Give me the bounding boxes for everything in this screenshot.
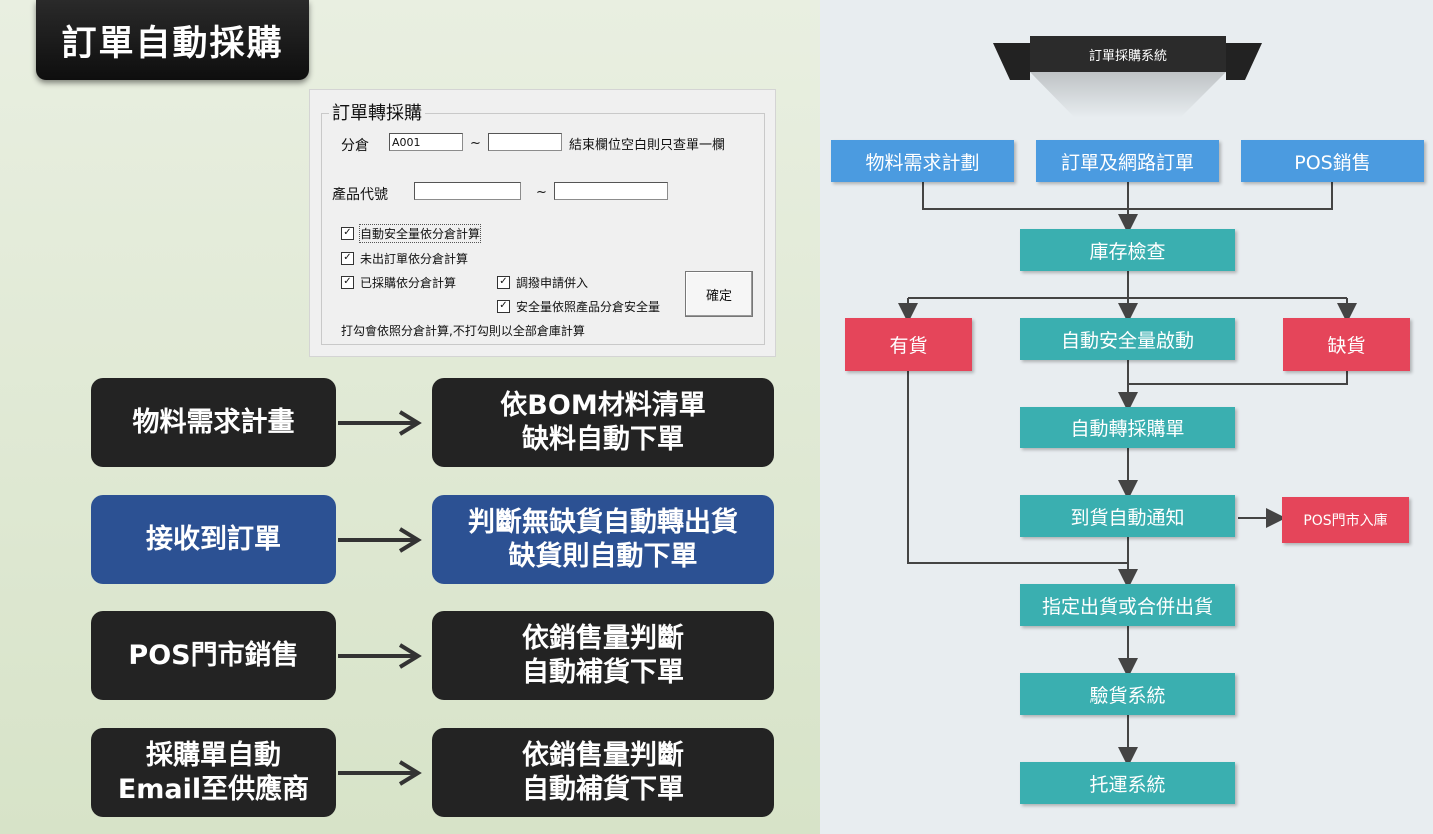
checkbox-label: 已採購依分倉計算 bbox=[360, 276, 457, 290]
node-material-plan: 物料需求計劃 bbox=[831, 140, 1014, 182]
arrow-right-icon bbox=[338, 410, 422, 436]
node-inventory-check: 庫存檢查 bbox=[1020, 229, 1235, 271]
flow-left-label: POS門市銷售 bbox=[128, 639, 299, 671]
checkbox-label: 未出訂單依分倉計算 bbox=[360, 252, 469, 266]
node-in-stock: 有貨 bbox=[845, 318, 972, 371]
flow-right-line2: 自動補貨下單 bbox=[522, 773, 684, 805]
form-footer-note: 打勾會依照分倉計算,不打勾則以全部倉庫計算 bbox=[341, 324, 585, 338]
checkbox-icon: ✓ bbox=[341, 252, 354, 265]
flow-left-pos-sales: POS門市銷售 bbox=[91, 611, 336, 700]
arrow-right-icon bbox=[338, 527, 422, 553]
form-legend: 訂單轉採購 bbox=[329, 99, 425, 125]
flow-left-line2: Email至供應商 bbox=[117, 773, 310, 805]
page-title: 訂單自動採購 bbox=[36, 0, 309, 80]
flow-right-bom-order: 依BOM材料清單 缺料自動下單 bbox=[432, 378, 774, 467]
flow-left-po-email: 採購單自動 Email至供應商 bbox=[91, 728, 336, 817]
flow-right-line1: 依銷售量判斷 bbox=[522, 739, 684, 771]
node-auto-safety: 自動安全量啟動 bbox=[1020, 318, 1235, 360]
checkbox-icon: ✓ bbox=[497, 276, 510, 289]
checkbox-auto-safety[interactable]: ✓ 自動安全量依分倉計算 bbox=[341, 224, 482, 243]
node-logistics: 托運系統 bbox=[1020, 762, 1235, 804]
confirm-button[interactable]: 確定 bbox=[685, 271, 753, 317]
checkbox-purchased[interactable]: ✓ 已採購依分倉計算 bbox=[341, 274, 456, 291]
product-label: 產品代號 bbox=[332, 187, 388, 203]
flow-right-auto-ship: 判斷無缺貨自動轉出貨 缺貨則自動下單 bbox=[432, 495, 774, 584]
node-pos-sales: POS銷售 bbox=[1241, 140, 1424, 182]
checkbox-label: 調撥申請併入 bbox=[516, 276, 589, 290]
node-online-orders: 訂單及網路訂單 bbox=[1036, 140, 1219, 182]
flow-connectors bbox=[898, 36, 1357, 767]
end-field-note: 結束欄位空白則只查單一欄 bbox=[569, 138, 726, 153]
checkbox-icon: ✓ bbox=[341, 276, 354, 289]
flow-right-line2: 自動補貨下單 bbox=[522, 656, 684, 688]
node-out-of-stock: 缺貨 bbox=[1283, 318, 1410, 371]
flow-right-restock: 依銷售量判斷 自動補貨下單 bbox=[432, 611, 774, 700]
warehouse-label: 分倉 bbox=[341, 138, 369, 154]
flow-right-restock-2: 依銷售量判斷 自動補貨下單 bbox=[432, 728, 774, 817]
product-tilde: ~ bbox=[536, 185, 547, 200]
checkbox-label: 自動安全量依分倉計算 bbox=[358, 224, 482, 243]
diagram-banner: 訂單採購系統 bbox=[1088, 48, 1167, 64]
warehouse-from-input[interactable]: A001 bbox=[389, 133, 463, 151]
flow-left-receive-order: 接收到訂單 bbox=[91, 495, 336, 584]
flow-left-label: 物料需求計畫 bbox=[132, 406, 295, 438]
checkbox-unshipped-orders[interactable]: ✓ 未出訂單依分倉計算 bbox=[341, 250, 468, 267]
flow-left-material-plan: 物料需求計畫 bbox=[91, 378, 336, 467]
product-from-input[interactable] bbox=[414, 182, 521, 200]
warehouse-tilde: ~ bbox=[470, 136, 481, 151]
flow-left-line1: 採購單自動 bbox=[146, 739, 281, 771]
flow-right-line2: 缺料自動下單 bbox=[522, 423, 684, 455]
flow-right-line1: 依BOM材料清單 bbox=[500, 389, 706, 421]
flow-right-line1: 依銷售量判斷 bbox=[522, 622, 684, 654]
node-arrival-notice: 到貨自動通知 bbox=[1020, 495, 1235, 537]
node-pos-receive: POS門市入庫 bbox=[1282, 497, 1409, 543]
arrow-right-icon bbox=[338, 643, 422, 669]
node-ship: 指定出貨或合併出貨 bbox=[1020, 584, 1235, 626]
checkbox-label: 安全量依照產品分倉安全量 bbox=[516, 300, 661, 314]
node-auto-po: 自動轉採購單 bbox=[1020, 407, 1235, 448]
product-to-input[interactable] bbox=[554, 182, 668, 200]
node-inspection: 驗貨系統 bbox=[1020, 673, 1235, 715]
checkbox-safety-by-product[interactable]: ✓ 安全量依照產品分倉安全量 bbox=[497, 298, 660, 315]
warehouse-to-input[interactable] bbox=[488, 133, 562, 151]
arrow-right-icon bbox=[338, 760, 422, 786]
flow-right-line1: 判斷無缺貨自動轉出貨 bbox=[468, 506, 738, 538]
flow-right-line2: 缺貨則自動下單 bbox=[508, 540, 698, 572]
flow-left-label: 接收到訂單 bbox=[146, 523, 281, 555]
order-to-po-dialog: 訂單轉採購 分倉 A001 ~ 結束欄位空白則只查單一欄 產品代號 ~ ✓ 自動… bbox=[309, 89, 776, 357]
checkbox-icon: ✓ bbox=[341, 227, 354, 240]
checkbox-icon: ✓ bbox=[497, 300, 510, 313]
form-group-box bbox=[321, 113, 765, 345]
checkbox-transfer-request[interactable]: ✓ 調撥申請併入 bbox=[497, 274, 588, 291]
